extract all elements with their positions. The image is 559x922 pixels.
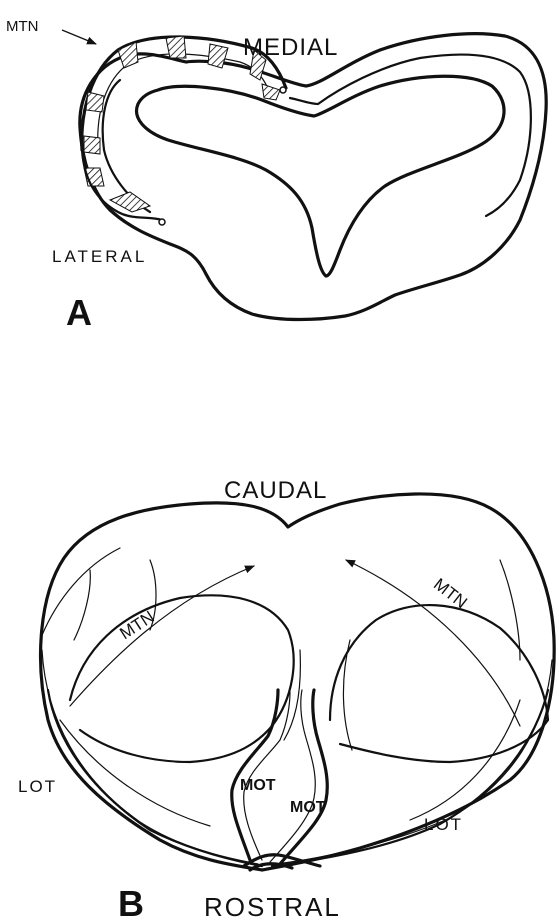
right-bulb — [330, 605, 548, 762]
label-caudal: CAUDAL — [224, 477, 327, 504]
mot-right-tract-2 — [270, 690, 315, 862]
lot-right-tract-2 — [276, 660, 552, 864]
panel-b-letter: B — [118, 883, 144, 922]
mtn-left-arrow — [70, 566, 254, 706]
lateral-end-circle — [159, 219, 165, 225]
label-mtn-a: MTN — [6, 18, 39, 35]
label-mot-left: MOT — [240, 777, 276, 794]
ventricle — [137, 76, 504, 276]
label-lateral: LATERAL — [52, 247, 147, 266]
label-lot-right: LOT — [424, 815, 463, 834]
panel-a-letter: A — [66, 292, 92, 333]
panel-b: CAUDAL MTN MTN LOT LOT MOT MOT B ROSTRAL — [18, 477, 554, 922]
medial-end-circle — [280, 87, 286, 93]
mot-left-tract — [232, 690, 278, 860]
label-mtn-left: MTN — [116, 607, 157, 643]
label-lot-left: LOT — [18, 777, 57, 796]
left-bulb — [70, 595, 294, 762]
mot-left-tract-2 — [244, 692, 290, 860]
section-outline — [80, 34, 546, 320]
mtn-pointer-arrow — [62, 30, 96, 44]
label-medial: MEDIAL — [243, 34, 338, 61]
label-rostral: ROSTRAL — [204, 892, 341, 922]
label-mot-right: MOT — [290, 799, 326, 816]
panel-a: MTN MEDIAL LATERAL A — [6, 18, 546, 333]
